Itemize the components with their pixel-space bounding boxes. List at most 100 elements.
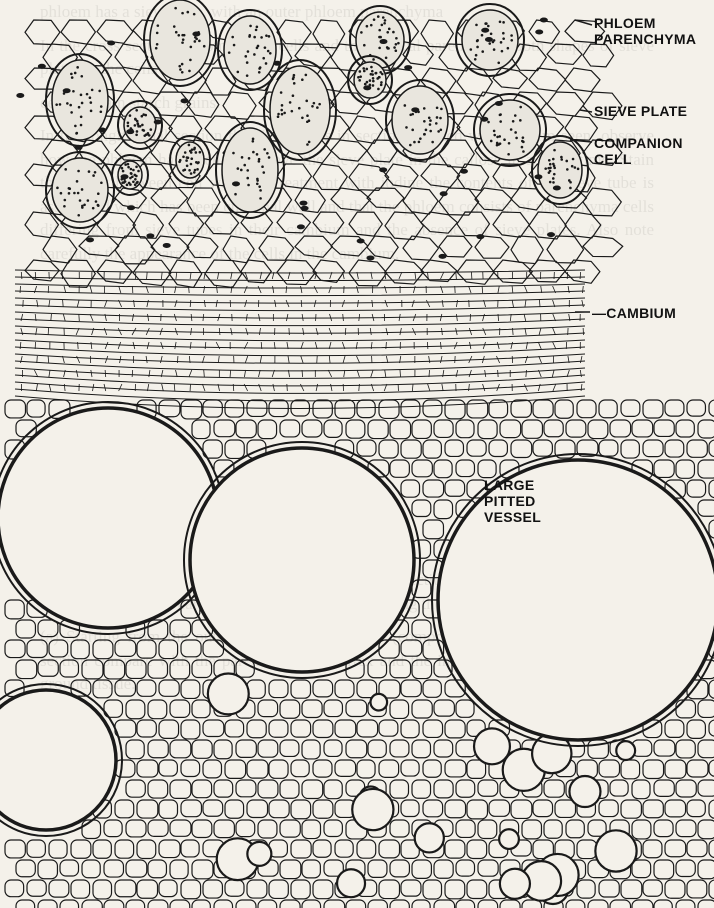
xylem-cell [104,900,124,908]
stipple-dot [566,168,569,171]
stipple-dot [253,53,256,56]
cambium-wall [189,370,192,377]
stipple-dot [135,109,138,112]
xylem-cell [379,400,399,418]
stipple-dot [195,161,198,164]
stipple-dot [360,31,363,34]
xylem-cell [533,800,553,817]
xylem-cell [203,400,222,417]
xylem-cell [555,400,573,418]
stipple-dot [292,94,295,97]
cambium-row [15,340,585,348]
stipple-dot [237,71,240,74]
cambium-wall [512,300,513,307]
stipple-dot [127,166,130,169]
companion-cell-nucleus [440,191,448,196]
xylem-cell [687,440,707,457]
companion-cell-nucleus [297,224,305,229]
phloem-cell [115,44,148,70]
companion-cell-nucleus [163,243,171,248]
companion-cell-nucleus [273,61,281,66]
xylem-cell [390,420,411,439]
phloem-cell [259,236,294,260]
xylem-cell [621,800,641,818]
xylem-cell [280,860,301,879]
xylem-cell [5,400,25,418]
stipple-dot [157,24,160,27]
xylem-cell [181,400,202,419]
stipple-dot [156,43,159,46]
stipple-dot [369,79,372,82]
xylem-cell [423,440,441,458]
stipple-dot [68,192,71,195]
cambium-wall [400,328,401,335]
xylem-cell [225,760,246,778]
xylem-cell [137,880,158,898]
stipple-dot [133,174,136,177]
stipple-dot [188,144,191,147]
xylem-cell [709,720,714,736]
stipple-dot [549,170,552,173]
stipple-dot [553,173,556,176]
cambium-wall [386,328,388,335]
cambium-row [15,312,585,318]
xylem-cell [566,820,584,838]
cambium-wall [218,356,219,363]
phloem-cell [349,212,382,236]
xylem-cell [390,820,409,837]
xylem-cell [467,840,487,858]
stipple-dot [182,155,185,158]
xylem-cell [709,800,714,818]
stipple-dot [130,172,133,175]
stipple-dot [198,40,201,43]
cambium-wall [498,370,499,377]
xylem-cell [390,780,408,798]
phloem-cell [511,236,543,264]
cambium-wall [48,356,49,363]
stipple-dot [248,35,251,38]
xylem-cell [313,400,332,418]
xylem-cell [676,900,695,908]
stipple-dot [395,49,398,52]
xylem-cell [82,860,100,878]
xylem-cell [313,760,332,777]
small-vessel [352,789,393,830]
xylem-cell [599,800,618,817]
stipple-dot [475,54,478,57]
stipple-dot [64,168,67,171]
cambium-row [15,305,585,311]
stipple-dot [127,121,130,124]
stipple-dot [497,143,500,146]
xylem-cell [335,400,355,418]
stipple-dot [565,160,568,163]
xylem-cell [126,820,146,837]
companion-cell-nucleus [379,167,387,172]
stipple-dot [137,170,140,173]
stipple-dot [136,130,139,133]
cambium-wall [203,314,204,321]
xylem-cell [258,420,277,439]
stipple-dot [522,136,525,139]
xylem-cell [170,660,190,679]
stipple-dot [143,134,146,137]
stipple-dot [313,102,316,105]
cambium-wall [511,342,513,349]
xylem-cell [159,680,179,696]
phloem-cell [97,212,135,238]
cambium-wall [190,300,191,307]
xylem-cell [698,900,714,908]
stipple-dot [186,11,189,14]
cambium-wall [78,342,79,349]
xylem-cell [192,900,210,908]
vessel-lumen [0,408,218,628]
companion-cell-nucleus [553,185,561,190]
companion-cell-nucleus [299,201,307,206]
cambium-wall [146,356,147,363]
xylem-cell [478,860,498,876]
phloem-cell [331,188,370,210]
stipple-dot [549,181,552,184]
stipple-dot [318,103,321,106]
stipple-dot [364,83,367,86]
companion-cell-nucleus [154,119,162,124]
stipple-dot [135,166,138,169]
